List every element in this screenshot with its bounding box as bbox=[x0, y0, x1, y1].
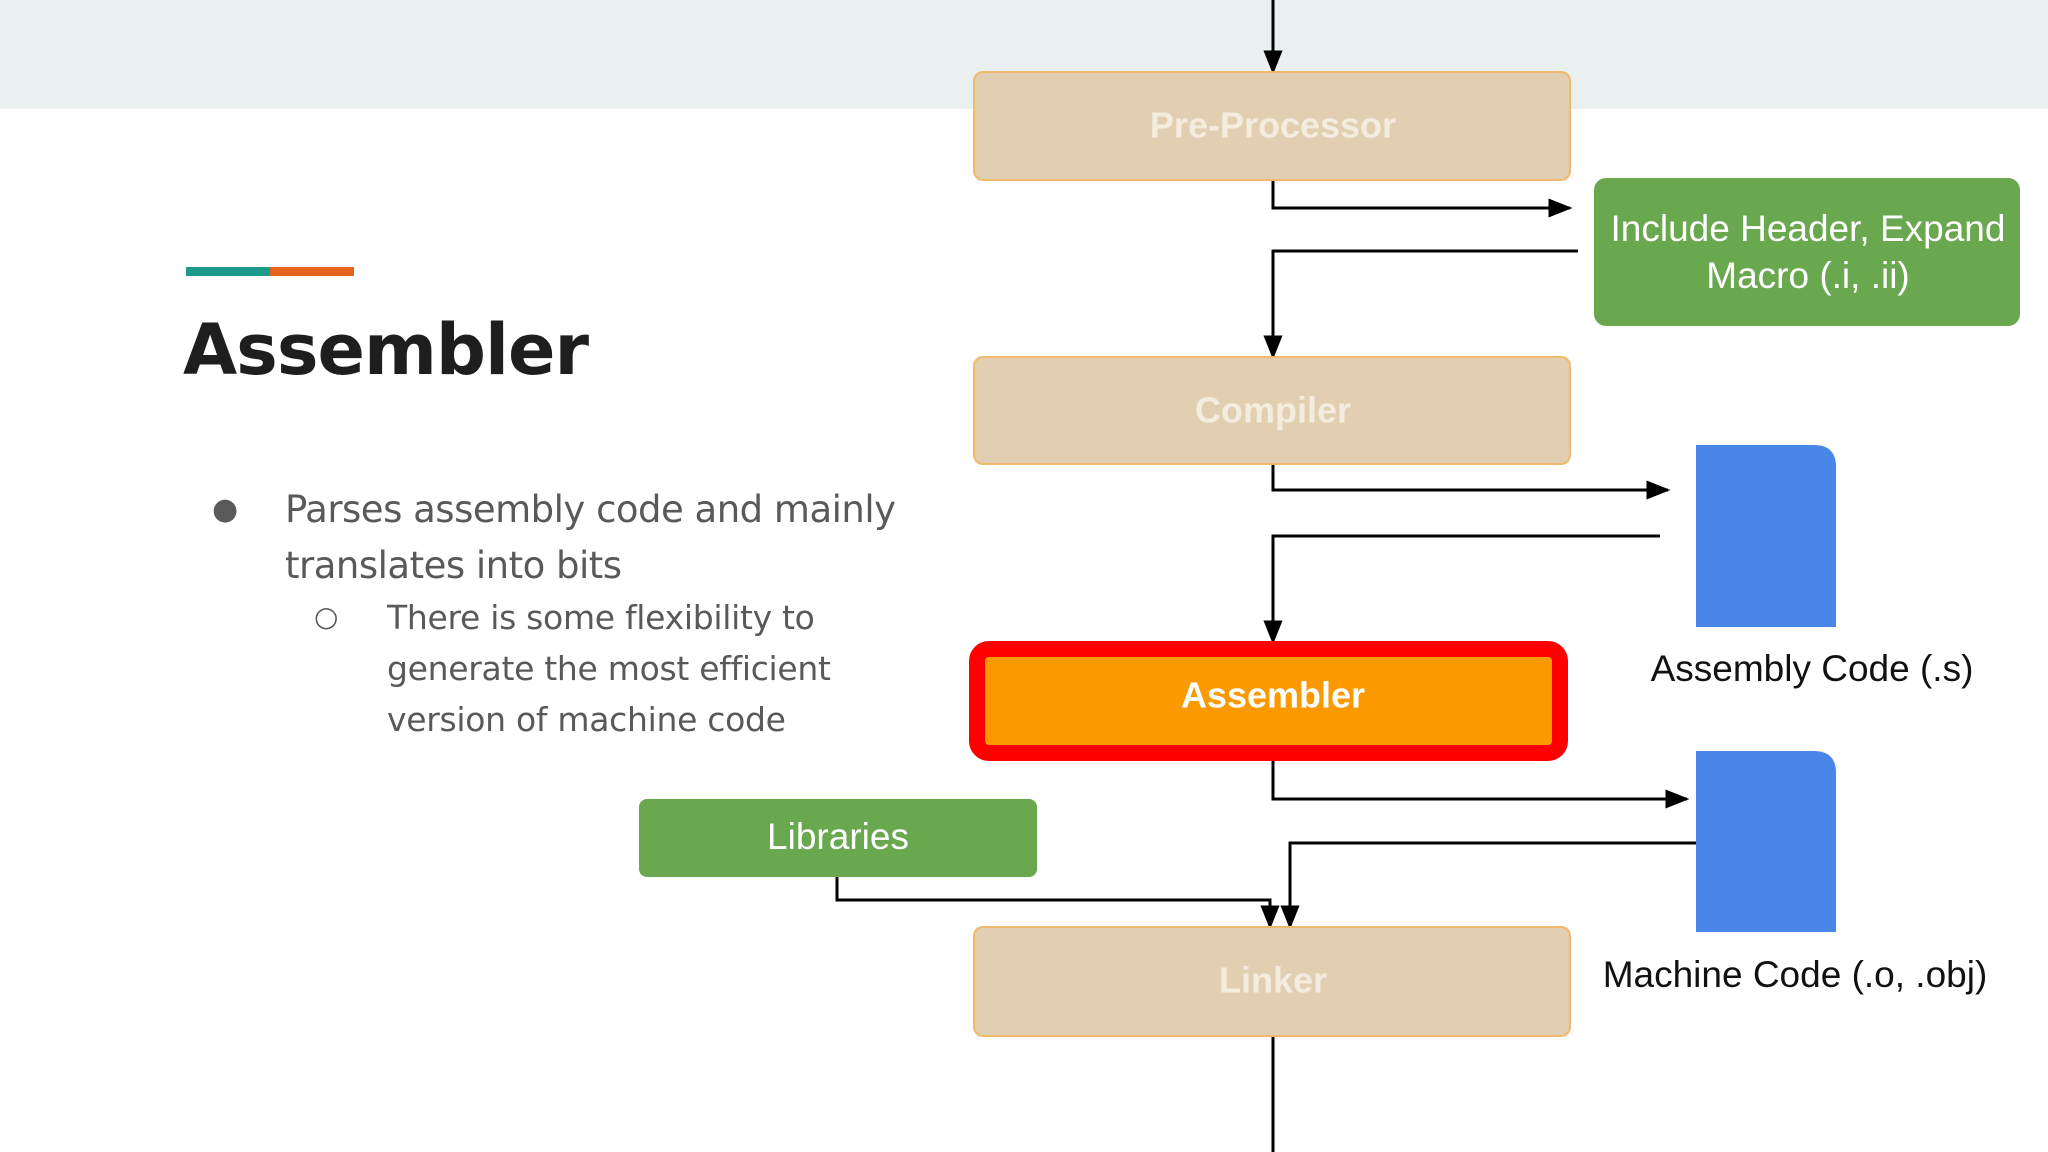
arrow-assembler-to-machine bbox=[1271, 760, 1690, 809]
assembly-file: Assembly Code (.s) bbox=[1651, 445, 1974, 689]
preprocessor-output-line1: Include Header, Expand bbox=[1611, 208, 2006, 249]
assembly-code-label: Assembly Code (.s) bbox=[1651, 648, 1974, 689]
libraries-box: Libraries bbox=[639, 799, 1037, 877]
bullet-text: Parses assembly code and mainly translat… bbox=[285, 488, 896, 587]
stage-assembler: Assembler bbox=[969, 641, 1568, 761]
sub-bullet-text: There is some flexibility to generate th… bbox=[387, 598, 831, 739]
document-icon bbox=[1696, 751, 1836, 932]
stage-label: Assembler bbox=[1181, 675, 1365, 716]
machine-code-label: Machine Code (.o, .obj) bbox=[1603, 954, 1988, 995]
sub-bullet-circle-icon: ○ bbox=[314, 600, 339, 633]
title-accent-teal bbox=[186, 267, 270, 276]
arrow-preprocessor-to-output bbox=[1271, 180, 1573, 218]
flow-connectors bbox=[835, 0, 1696, 1152]
arrow-assembly-to-assembler bbox=[1263, 534, 1660, 645]
preprocessor-output-line2: Macro (.i, .ii) bbox=[1706, 255, 1910, 296]
stage-label: Linker bbox=[1219, 960, 1327, 1001]
stage-preprocessor: Pre-Processor bbox=[973, 71, 1571, 181]
arrow-output-to-compiler bbox=[1263, 249, 1578, 360]
arrow-machine-to-linker bbox=[1280, 841, 1696, 930]
arrow-libraries-to-linker bbox=[835, 872, 1280, 930]
title-accent-orange bbox=[270, 267, 354, 276]
stage-label: Pre-Processor bbox=[1150, 105, 1396, 146]
stage-linker: Linker bbox=[973, 926, 1571, 1037]
libraries-label: Libraries bbox=[767, 816, 909, 857]
highlight-frame bbox=[969, 641, 1568, 761]
document-icon bbox=[1696, 445, 1836, 627]
preprocessor-output-box: Include Header, Expand Macro (.i, .ii) bbox=[1594, 178, 2020, 326]
stage-compiler: Compiler bbox=[973, 356, 1571, 465]
stage-label: Compiler bbox=[1195, 390, 1351, 431]
slide-title: Assembler bbox=[183, 309, 589, 391]
bullet-dot-icon: ● bbox=[212, 492, 239, 527]
machine-code-file: Machine Code (.o, .obj) bbox=[1603, 751, 1988, 995]
arrow-compiler-to-assembly bbox=[1271, 464, 1671, 500]
